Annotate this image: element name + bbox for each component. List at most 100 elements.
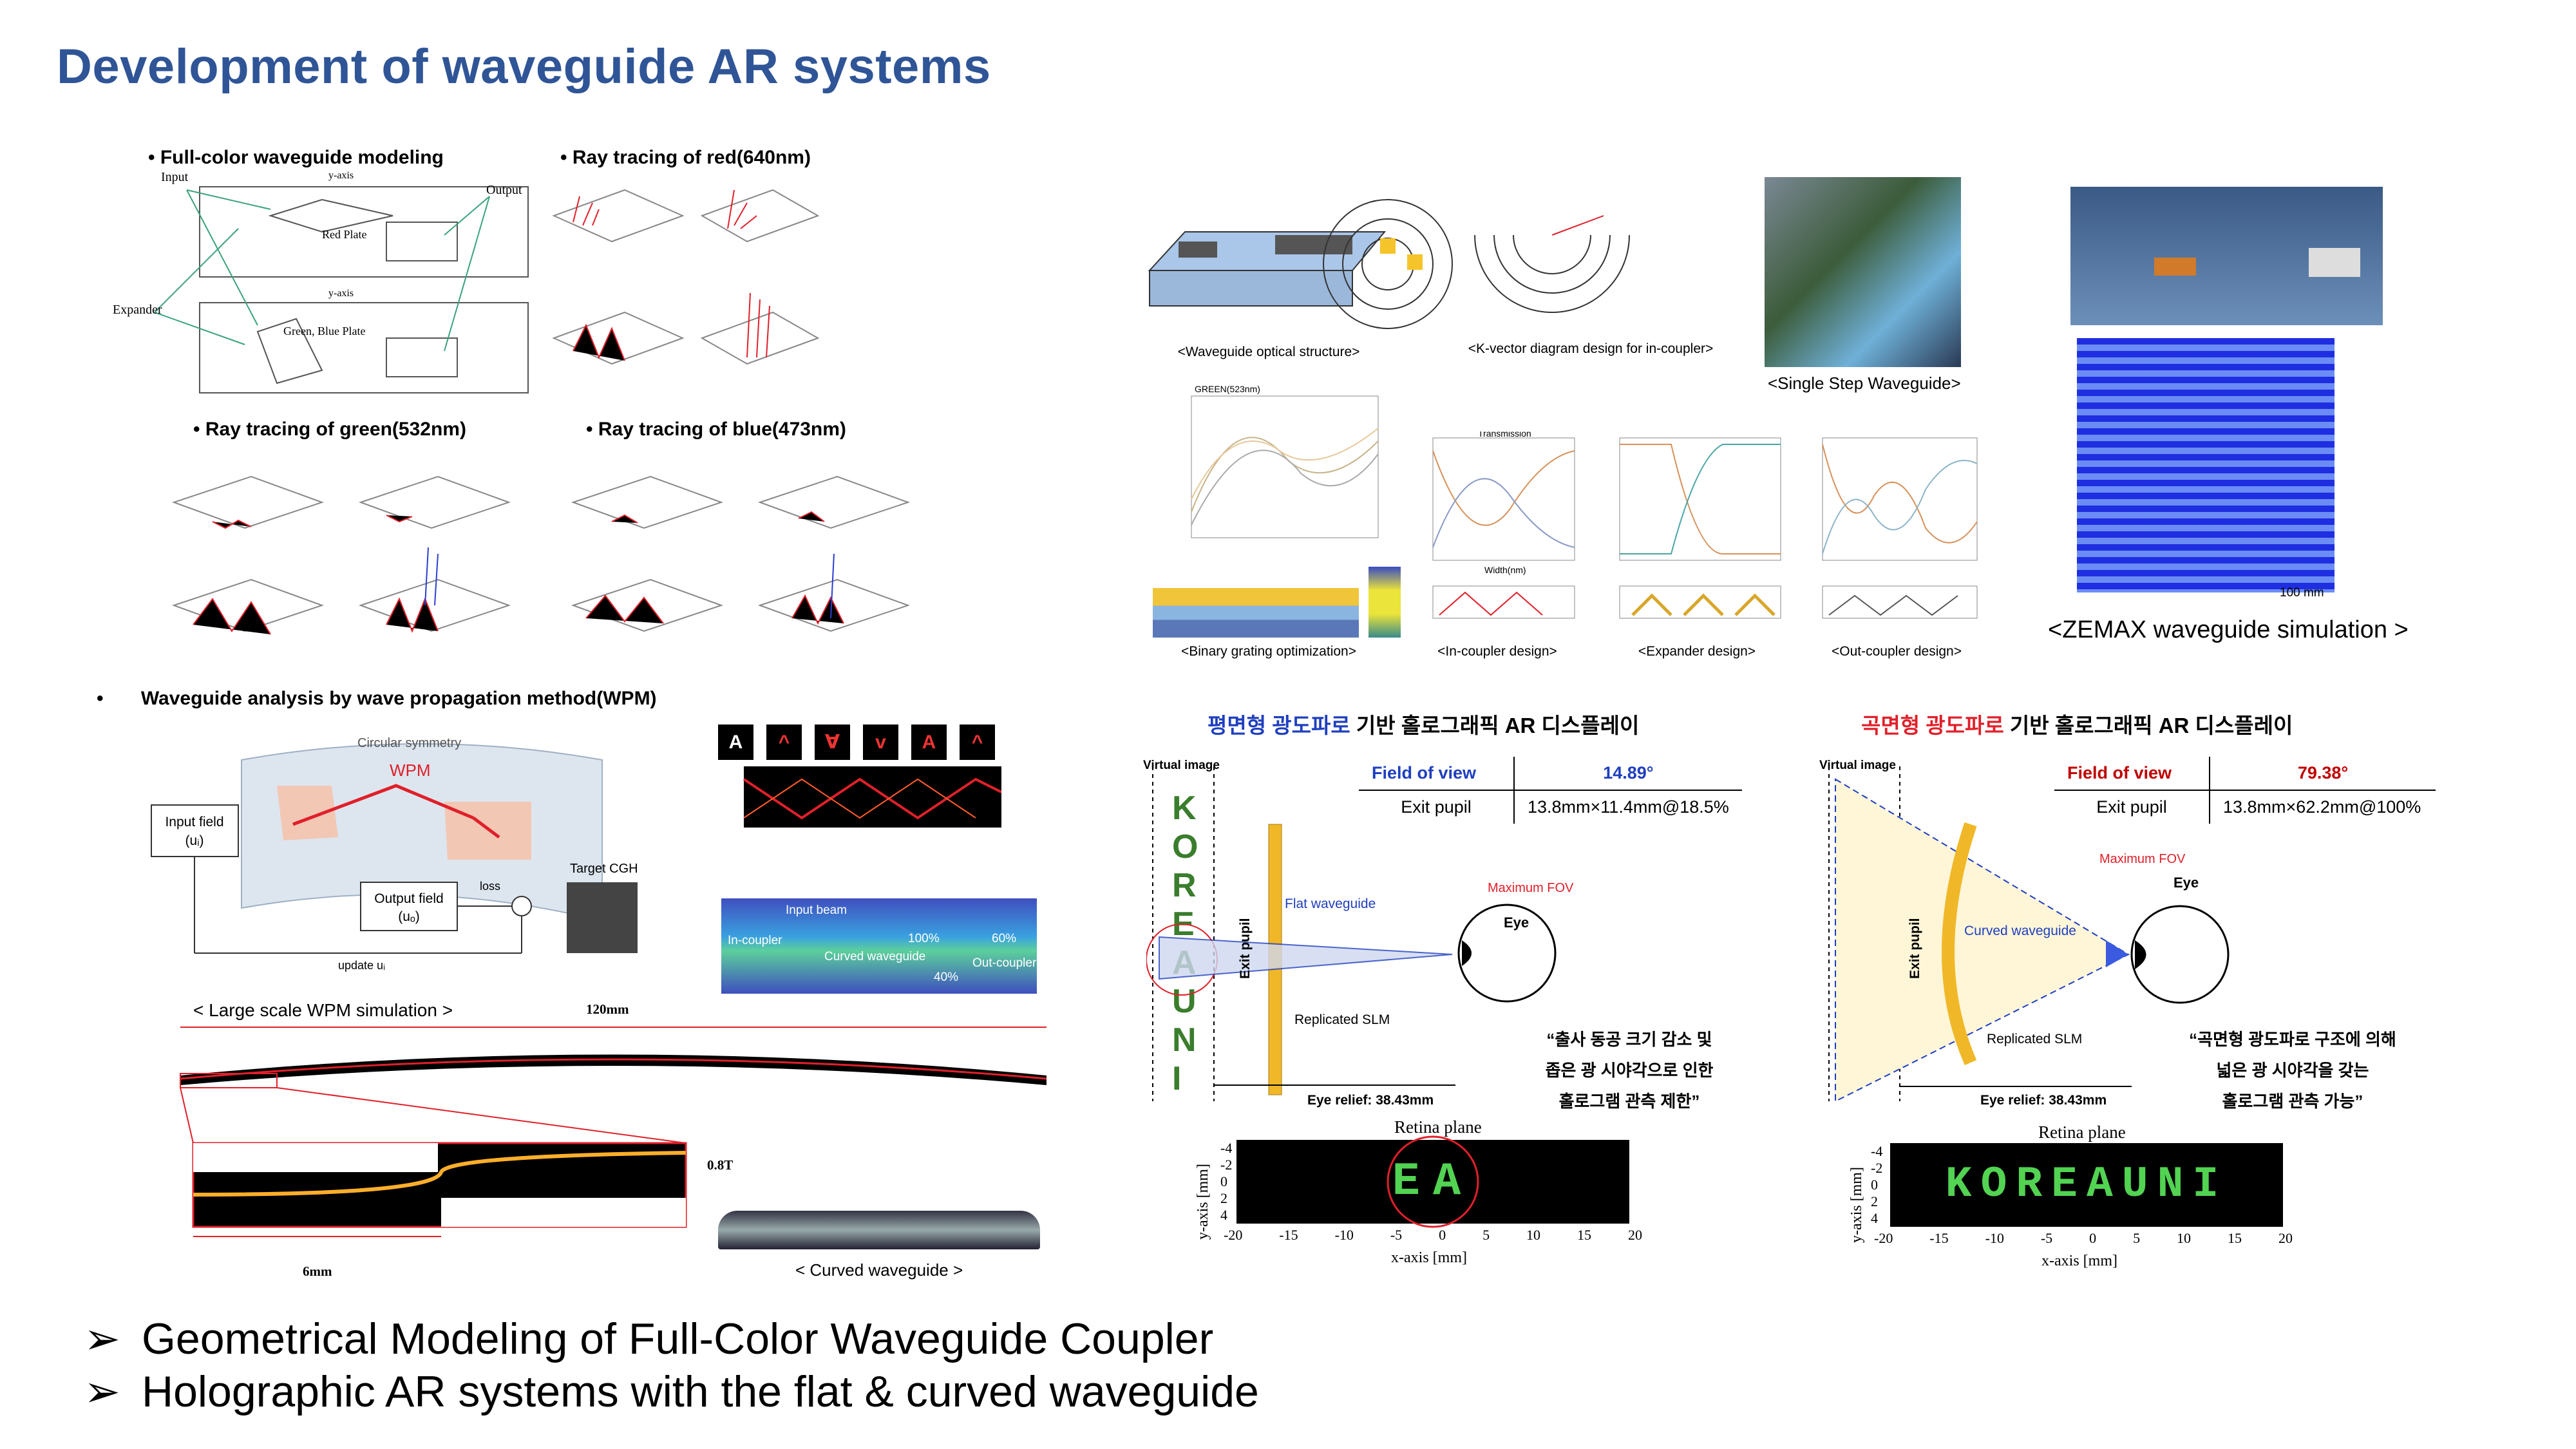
full-color-heading: • Full-color waveguide modeling (148, 147, 444, 168)
ray-green-plots (171, 475, 511, 635)
strip-letter: A (718, 724, 753, 760)
virtual-letter: N (1172, 1021, 1197, 1059)
curved-title: 곡면형 광도파로 기반 홀로그래픽 AR 디스플레이 (1861, 714, 2293, 737)
kvector-circles (1323, 199, 1453, 329)
incoupler-caption: <In-coupler design> (1437, 644, 1557, 659)
ytick: 4 (1220, 1207, 1227, 1223)
strip-letter: A (911, 724, 947, 760)
curved-exit-value: 13.8mm×62.2mm@100% (2209, 790, 2436, 824)
curved-optics-diagram: Maximum FOV Eye Curved waveguide Replica… (1828, 766, 2230, 1108)
curved-wg-label: Curved waveguide (824, 950, 926, 963)
curved-virtual-label: Virtual image (1819, 759, 1896, 772)
curved-waveguide-caption: < Curved waveguide > (795, 1260, 963, 1280)
curved-slm-label: Replicated SLM (1987, 1032, 2082, 1046)
ytick: 0 (1871, 1177, 1878, 1193)
kvector-design (1474, 215, 1630, 313)
curved-eye-label: Eye (2174, 875, 2199, 891)
xtick: 0 (1439, 1227, 1446, 1243)
p40-label: 40% (934, 971, 959, 984)
target-cgh-label: Target CGH (570, 862, 638, 876)
flat-retina-title: Retina plane (1394, 1117, 1482, 1137)
virtual-letter: O (1172, 828, 1198, 866)
xtick: 0 (2089, 1230, 2097, 1246)
update-label: update uᵢ (338, 959, 385, 972)
curved-yaxis-label: y-axis [mm] (1848, 1167, 1865, 1243)
flat-optics-diagram: Maximum FOV Eye Flat waveguide Replicate… (1146, 766, 1574, 1108)
flat-eye-label: Eye (1504, 914, 1529, 931)
ray-blue-plots (571, 475, 911, 632)
virtual-letter: I (1172, 1060, 1182, 1097)
ytick: 2 (1220, 1190, 1227, 1206)
expander-caption: <Expander design> (1638, 644, 1756, 659)
single-step-photo (1765, 177, 1961, 367)
ytick: 0 (1220, 1173, 1227, 1189)
flat-max-fov: Maximum FOV (1488, 881, 1574, 895)
incoupler-label: In-coupler (728, 934, 782, 947)
flat-wg-label: Flat waveguide (1285, 896, 1376, 911)
green-plot-label: GREEN(523nm) (1195, 384, 1260, 394)
ytick: -2 (1220, 1157, 1233, 1173)
xtick: -10 (1985, 1230, 2004, 1246)
output-field-label: Output field (374, 891, 443, 906)
dim-6-label: 6mm (303, 1264, 332, 1279)
curved-xaxis-label: x-axis [mm] (2041, 1253, 2117, 1269)
large-scale-caption: < Large scale WPM simulation > (193, 1000, 453, 1020)
curved-exit-label: Exit pupil (2096, 797, 2167, 817)
curved-waveguide-photo (718, 1211, 1040, 1249)
flat-spec-table: Field of view 14.89° Exit pupil 13.8mm×1… (1359, 757, 1742, 824)
single-step-caption: <Single Step Waveguide> (1768, 374, 1961, 393)
bullet-1: ➢Geometrical Modeling of Full-Color Wave… (84, 1314, 1214, 1363)
curved-spec-table: Field of view 79.38° Exit pupil 13.8mm×6… (2054, 757, 2436, 824)
gb-plate-label: Green, Blue Plate (283, 325, 365, 337)
strip-letter: ^ (766, 724, 802, 760)
circular-label: Circular symmetry (357, 736, 461, 750)
wpm-label: WPM (390, 761, 431, 780)
ytick: 2 (1871, 1193, 1878, 1209)
ytick: 4 (1871, 1210, 1878, 1226)
zemax-caption: <ZEMAX waveguide simulation > (2048, 616, 2409, 643)
outcoupler-plot (1822, 437, 1978, 619)
curved-retina-image: KOREAUNI (1890, 1143, 2283, 1227)
wpm-heading: • Waveguide analysis by wave propagation… (97, 688, 657, 709)
outcoupler-label: Out-coupler (972, 956, 1037, 970)
xtick: -5 (2040, 1230, 2053, 1246)
input-field-sym: (uᵢ) (185, 833, 204, 848)
flat-retina-image: EA (1236, 1140, 1629, 1224)
incoupler-plot: Transmission Width(nm) (1432, 431, 1575, 619)
p100-label: 100% (908, 932, 940, 945)
xtick: -10 (1334, 1227, 1354, 1243)
ytick: -4 (1220, 1140, 1233, 1156)
waveguide-structure-figure (1148, 231, 1387, 307)
curved-exit-pupil-label: Exit pupil (1908, 918, 1922, 980)
red-plate-label: Red Plate (322, 228, 367, 241)
output-field-sym: (uₒ) (398, 909, 420, 924)
flat-fov-label: Field of view (1372, 763, 1477, 782)
full-color-diagram: Input Output Expander Red Plate Green, B… (113, 170, 529, 393)
output-label: Output (486, 183, 522, 197)
wg-struct-caption: <Waveguide optical structure> (1177, 345, 1360, 359)
curved-fov-label: Field of view (2067, 763, 2172, 782)
curved-wg-label: Curved waveguide (1964, 923, 2076, 938)
page-title: Development of waveguide AR systems (57, 39, 991, 94)
xtick: 10 (1526, 1227, 1541, 1243)
curved-relief-label: Eye relief: 38.43mm (1980, 1093, 2107, 1108)
flat-title: 평면형 광도파로 기반 홀로그래픽 AR 디스플레이 (1208, 714, 1640, 737)
flat-yaxis-label: y-axis [mm] (1195, 1164, 1211, 1240)
wpm-beam-sim: Input beam In-coupler Curved waveguide 1… (721, 898, 1037, 994)
outcoupler-caption: <Out-coupler design> (1832, 644, 1962, 659)
flat-exit-pupil-label: Exit pupil (1238, 918, 1253, 980)
grating-diagram (1153, 567, 1359, 638)
xtick: -15 (1279, 1227, 1298, 1243)
kvec-caption: <K-vector diagram design for in-coupler> (1468, 341, 1714, 356)
yaxis-label: y-axis (328, 170, 354, 181)
xtick: 5 (1482, 1227, 1490, 1243)
yaxis-label-2: y-axis (328, 288, 354, 299)
virtual-letter: R (1172, 867, 1197, 904)
input-field-label: Input field (165, 815, 223, 829)
p60-label: 60% (992, 932, 1017, 945)
flat-virtual-letters: K O R E A U N I (1172, 789, 1198, 1097)
